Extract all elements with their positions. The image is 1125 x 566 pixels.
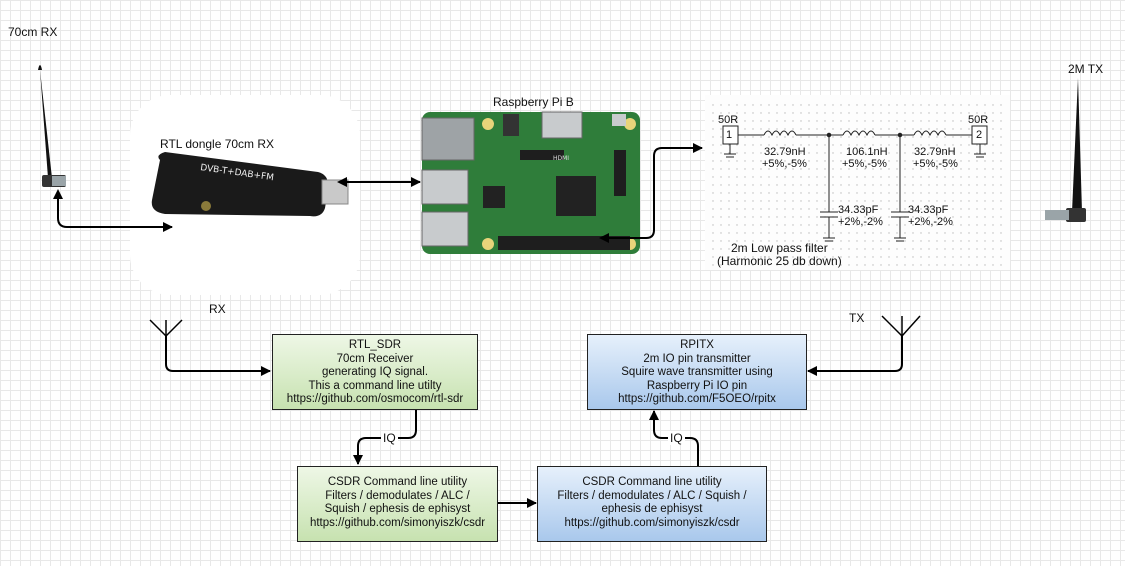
csdr-right-url: https://github.com/simonyiszk/csdr <box>564 516 740 529</box>
tx-antenna <box>1045 78 1086 222</box>
rpitx-line: Squire wave transmitter using <box>621 366 773 378</box>
filter-caption-title: 2m Low pass filter <box>731 241 828 255</box>
l2-tolerance: +5%,-5% <box>842 158 887 170</box>
csdr-left-box[interactable]: CSDR Command line utility Filters / demo… <box>297 466 498 542</box>
rpitx-from-tx-wire <box>807 336 903 376</box>
rx-symbol-label: RX <box>209 302 226 316</box>
csdr-left-line: Filters / demodulates / ALC / <box>325 489 470 502</box>
filter-port-in-num: 1 <box>726 129 733 141</box>
c1-value: 34.33pF <box>838 204 879 216</box>
filter-port-in-label: 50R <box>718 114 739 126</box>
l1-tolerance: +5%,-5% <box>762 158 807 170</box>
rpitx-line: Raspberry Pi IO pin <box>646 379 748 392</box>
rpitx-title: RPITX <box>680 339 714 351</box>
filter-schematic <box>722 125 988 242</box>
rtl-sdr-box[interactable]: RTL_SDR 70cm Receiver generating IQ sign… <box>272 334 478 410</box>
tx-symbol-label: TX <box>849 311 865 325</box>
filter-port-out-num: 2 <box>976 129 983 141</box>
antenna-to-dongle-wire <box>53 189 173 232</box>
filter-port-out-label: 50R <box>968 114 989 126</box>
dongle-title: RTL dongle 70cm RX <box>160 137 275 151</box>
rx-to-rtl-sdr-wire <box>165 336 271 376</box>
rx-antenna-symbol <box>149 319 183 337</box>
rpitx-url: https://github.com/F5OEO/rpitx <box>618 393 776 405</box>
csdr-left-line: Squish / ephesis de ephisyst <box>324 503 471 515</box>
raspberry-pi-image: HDMI <box>421 111 640 254</box>
rx-antenna-title: 70cm RX <box>8 25 58 39</box>
tx-antenna-symbol <box>881 315 921 337</box>
csdr-right-title: CSDR Command line utility <box>582 476 722 488</box>
csdr-right-line: Filters / demodulates / ALC / Squish / <box>557 489 747 502</box>
c1-tolerance: +2%,-2% <box>838 216 883 228</box>
rtl-dongle-image: DVB-T+DAB+FM <box>151 152 349 217</box>
l1-value: 32.79nH <box>764 146 806 158</box>
l3-tolerance: +5%,-5% <box>913 158 958 170</box>
pi-hdmi-print: HDMI <box>553 155 569 162</box>
rtl-sdr-line: 70cm Receiver <box>336 352 414 365</box>
csdr-right-box[interactable]: CSDR Command line utility Filters / demo… <box>537 466 767 542</box>
l2-value: 106.1nH <box>846 146 888 158</box>
rtl-sdr-line: This a command line utilty <box>308 379 442 392</box>
csdr-left-url: https://github.com/simonyiszk/csdr <box>309 516 486 529</box>
rtl-sdr-line: generating IQ signal. <box>321 366 429 378</box>
rtl-sdr-url: https://github.com/osmocom/rtl-sdr <box>286 393 464 405</box>
schematic-grid <box>708 98 1008 268</box>
rpitx-line: 2m IO pin transmitter <box>643 352 751 365</box>
rpitx-box[interactable]: RPITX 2m IO pin transmitter Squire wave … <box>587 334 807 410</box>
c2-tolerance: +2%,-2% <box>908 216 953 228</box>
pi-title: Raspberry Pi B <box>493 95 574 109</box>
rtl-sdr-title: RTL_SDR <box>348 339 402 351</box>
iq-label-left: IQ <box>381 431 398 445</box>
c2-value: 34.33pF <box>908 204 949 216</box>
iq-label-right: IQ <box>668 431 685 445</box>
l3-value: 32.79nH <box>914 146 956 158</box>
pi-to-filter-wire <box>599 143 703 243</box>
csdr-left-title: CSDR Command line utility <box>327 476 468 488</box>
tx-antenna-title: 2M TX <box>1068 62 1104 76</box>
filter-caption-note: (Harmonic 25 db down) <box>717 254 842 268</box>
csdr-right-line: ephesis de ephisyst <box>601 503 703 515</box>
rx-antenna <box>38 65 66 187</box>
